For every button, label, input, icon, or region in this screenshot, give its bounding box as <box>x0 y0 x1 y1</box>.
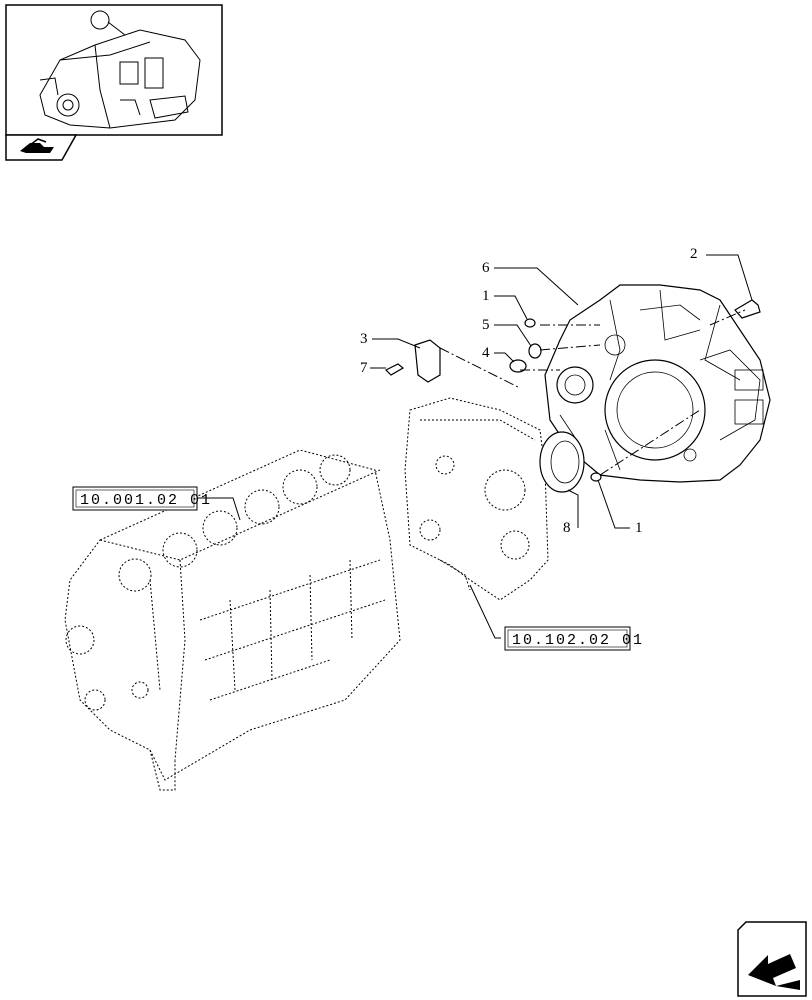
reference-box-engine-block[interactable]: 10.001.02 01 <box>72 486 212 511</box>
bolt-part <box>734 299 761 319</box>
screw-part <box>384 363 405 376</box>
callout-8: 8 <box>563 520 571 536</box>
plug-part-1-bottom <box>590 472 602 482</box>
callout-4: 4 <box>482 345 490 361</box>
callout-2: 2 <box>690 246 698 262</box>
engine-block-drawing <box>64 449 401 791</box>
cover-plate-part <box>414 339 441 383</box>
o-ring-part-5 <box>528 343 542 359</box>
callout-6: 6 <box>482 260 490 276</box>
next-page-arrow-icon[interactable] <box>737 921 807 997</box>
callout-3: 3 <box>360 331 368 347</box>
plug-part-4 <box>509 359 527 373</box>
engine-thumbnail-icon[interactable] <box>5 4 223 136</box>
leader-lines <box>197 254 753 639</box>
callout-1-bottom: 1 <box>635 520 643 536</box>
plug-part-1-top <box>524 318 536 328</box>
reference-label-timing-cover: 10.102.02 01 <box>512 632 644 649</box>
callout-7: 7 <box>360 360 368 376</box>
section-tab-icon[interactable] <box>5 134 78 161</box>
reference-label-engine-block: 10.001.02 01 <box>80 492 212 509</box>
callout-1-top: 1 <box>482 288 490 304</box>
timing-cover-plate-drawing <box>404 397 549 601</box>
flywheel-housing-drawing <box>544 284 771 483</box>
reference-box-timing-cover[interactable]: 10.102.02 01 <box>504 626 644 651</box>
callout-5: 5 <box>482 317 490 333</box>
seal-ring-part <box>539 431 585 493</box>
